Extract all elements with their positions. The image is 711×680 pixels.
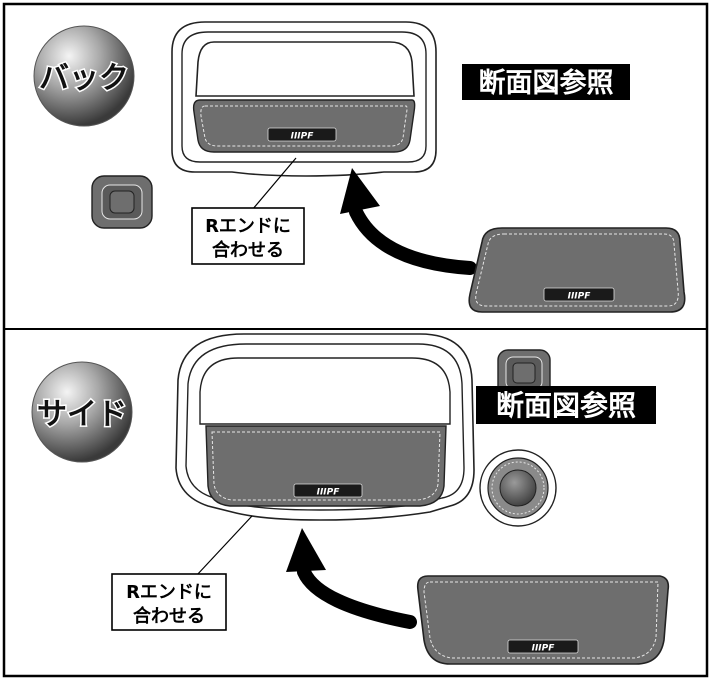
square-cover-center-back [109, 190, 135, 214]
callout-box-back [191, 207, 305, 265]
callout-box-side [111, 573, 227, 631]
badge-sphere-side [31, 361, 133, 463]
badge-sphere-back [33, 25, 135, 127]
section-back: バック IIIPF 断面図参照 Rエンドに 合わせる IIIPF [33, 21, 686, 313]
callout-line1-side: Rエンドに [126, 582, 212, 603]
install-arrowhead-side [286, 528, 326, 572]
handle-recess-side [199, 357, 451, 425]
reference-label-side: 断面図参照 [496, 389, 636, 422]
loose-pad-stitch-side [423, 581, 659, 659]
callout-leader-back [251, 157, 297, 211]
callout-line2-back: 合わせる [212, 239, 284, 261]
logo-text-installed-side: IIIPF [317, 488, 341, 498]
callout-line1-back: Rエンドに [205, 216, 291, 237]
pad-stitch-back [200, 105, 408, 147]
loose-pad-side [416, 575, 670, 665]
pad-stitch-side [211, 431, 441, 501]
installed-pad-side [205, 425, 447, 507]
installed-pad-back [192, 99, 416, 153]
logo-text-loose-back: IIIPF [568, 292, 592, 302]
logo-plate-loose-back [543, 287, 615, 302]
badge-label-side: サイド [37, 397, 127, 432]
logo-text-installed-back: IIIPF [291, 132, 315, 142]
callout-leader-side [195, 515, 253, 577]
logo-plate-installed-side [293, 483, 363, 498]
callout-line2-side: 合わせる [133, 605, 205, 627]
install-arrowhead-back [340, 168, 380, 214]
section-side: サイド IIIPF 断面図参照 Rエンドに 合わせる I [31, 333, 670, 665]
loose-pad-back [468, 227, 686, 313]
reference-banner-side [476, 386, 656, 424]
badge-label-back: バック [39, 61, 129, 96]
knob-cap-side [499, 469, 537, 507]
install-arrow-side [297, 565, 417, 629]
logo-text-loose-side: IIIPF [532, 644, 556, 654]
knob-stitch-side [491, 461, 545, 515]
loose-pad-stitch-back [475, 233, 679, 307]
square-cover-center-side [512, 362, 536, 384]
install-arrow-back [349, 205, 477, 275]
logo-plate-installed-back [267, 127, 337, 142]
reference-label-back: 断面図参照 [479, 67, 614, 99]
logo-plate-loose-side [507, 639, 579, 654]
reference-banner-back [462, 64, 630, 100]
handle-recess-back [195, 41, 415, 97]
